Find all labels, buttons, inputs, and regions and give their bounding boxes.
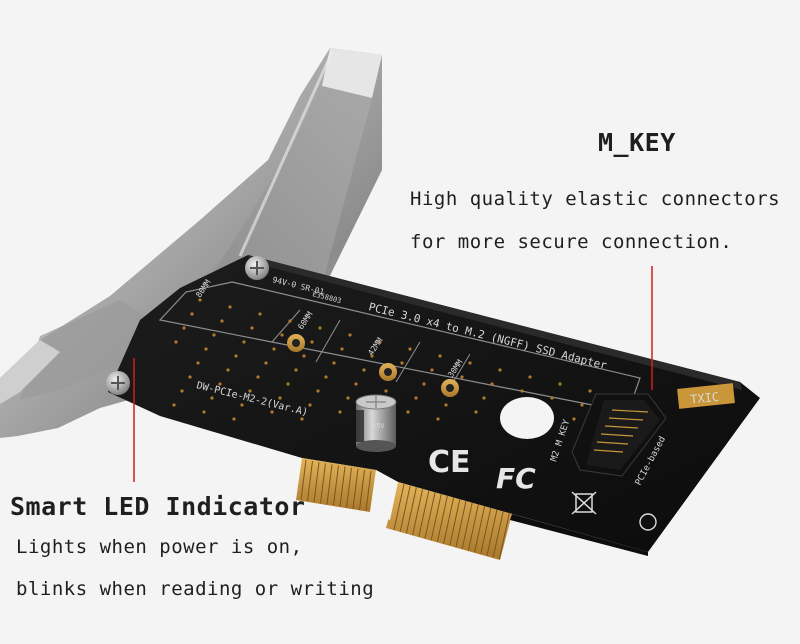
ce-mark: CE <box>428 445 471 480</box>
bracket-screws <box>106 256 269 395</box>
mkey-description-line1: High quality elastic connectors <box>410 188 781 210</box>
pcie-gold-fingers <box>296 458 648 560</box>
led-description-line2: blinks when reading or writing <box>16 578 375 600</box>
fcc-mark: FC <box>496 462 536 495</box>
brand-label: TXIC <box>690 390 720 407</box>
capacitor-label: 25V <box>372 422 385 430</box>
mkey-title: M_KEY <box>598 128 676 157</box>
mkey-description-line2: for more secure connection. <box>410 231 733 253</box>
brand-tag: TXIC <box>677 383 735 409</box>
m2-slot <box>571 393 667 477</box>
led-description-line1: Lights when power is on, <box>16 536 303 558</box>
standoff-holes <box>287 334 554 439</box>
rohs-icon <box>639 513 657 531</box>
led-indicator-title: Smart LED Indicator <box>10 492 306 521</box>
weee-bin-icon <box>571 491 597 515</box>
capacitor: 25V <box>355 394 397 452</box>
